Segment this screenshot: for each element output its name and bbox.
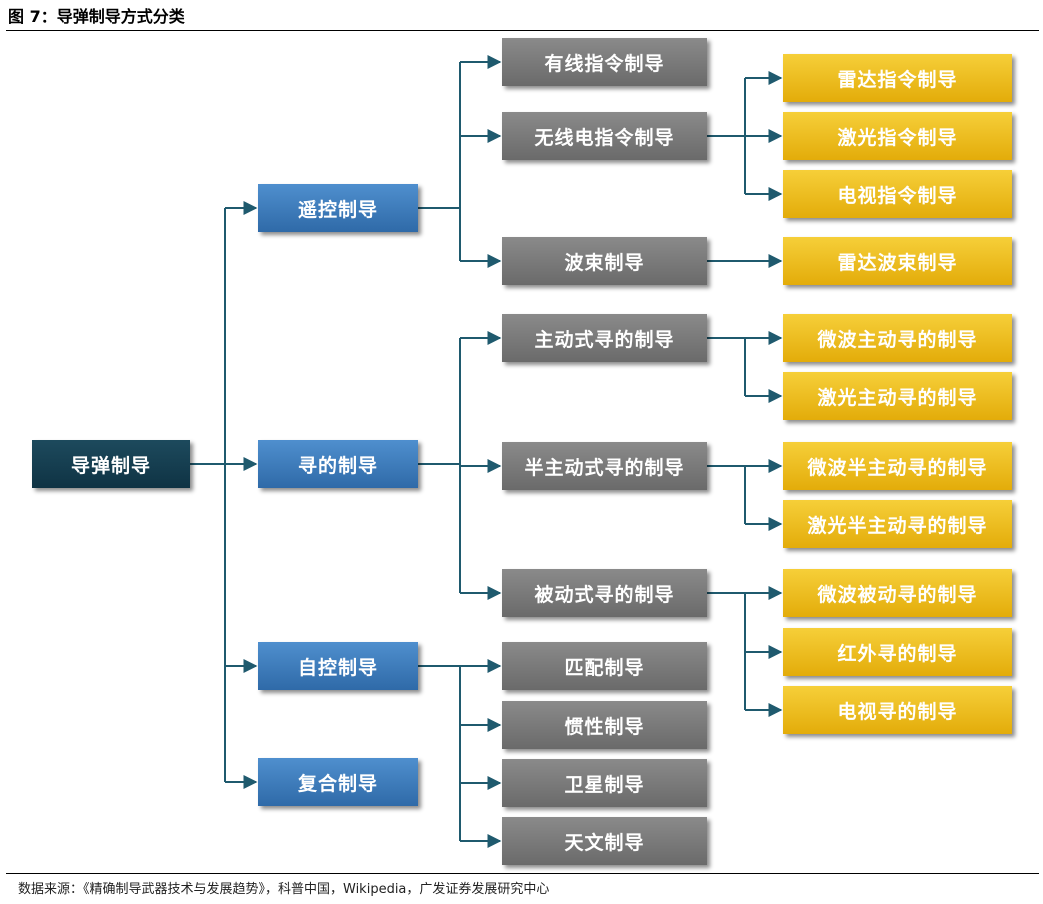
- leaf-node-0-1-2: 电视指令制导: [783, 170, 1012, 218]
- leaf-node-1-2-2: 电视寻的制导: [783, 686, 1012, 734]
- method-node-0-2: 波束制导: [502, 237, 707, 285]
- category-node-2: 自控制导: [258, 642, 418, 690]
- figure-title: 图 7：导弹制导方式分类: [8, 7, 185, 26]
- method-node-0-0: 有线指令制导: [502, 38, 707, 86]
- method-node-1-2: 被动式寻的制导: [502, 569, 707, 617]
- method-node-2-3: 天文制导: [502, 817, 707, 865]
- leaf-node-1-0-1: 激光主动寻的制导: [783, 372, 1012, 420]
- leaf-node-0-1-0: 雷达指令制导: [783, 54, 1012, 102]
- leaf-node-1-2-1: 红外寻的制导: [783, 628, 1012, 676]
- method-node-2-2: 卫星制导: [502, 759, 707, 807]
- connectors: [190, 55, 783, 848]
- method-node-1-1: 半主动式寻的制导: [502, 442, 707, 490]
- leaf-node-1-1-0: 微波半主动寻的制导: [783, 442, 1012, 490]
- leaf-node-0-1-1: 激光指令制导: [783, 112, 1012, 160]
- method-node-1-0: 主动式寻的制导: [502, 314, 707, 362]
- leaf-node-1-0-0: 微波主动寻的制导: [783, 314, 1012, 362]
- method-node-2-1: 惯性制导: [502, 701, 707, 749]
- bottom-rule: [6, 873, 1039, 874]
- category-node-1: 寻的制导: [258, 440, 418, 488]
- source-note: 数据来源：《精确制导武器技术与发展趋势》，科普中国，Wikipedia，广发证券…: [18, 882, 550, 897]
- top-rule: [6, 30, 1039, 31]
- root-node: 导弹制导: [32, 440, 190, 488]
- leaf-node-0-2-0: 雷达波束制导: [783, 237, 1012, 285]
- leaf-node-1-2-0: 微波被动寻的制导: [783, 569, 1012, 617]
- method-node-0-1: 无线电指令制导: [502, 112, 707, 160]
- category-node-3: 复合制导: [258, 758, 418, 806]
- category-node-0: 遥控制导: [258, 184, 418, 232]
- leaf-node-1-1-1: 激光半主动寻的制导: [783, 500, 1012, 548]
- method-node-2-0: 匹配制导: [502, 642, 707, 690]
